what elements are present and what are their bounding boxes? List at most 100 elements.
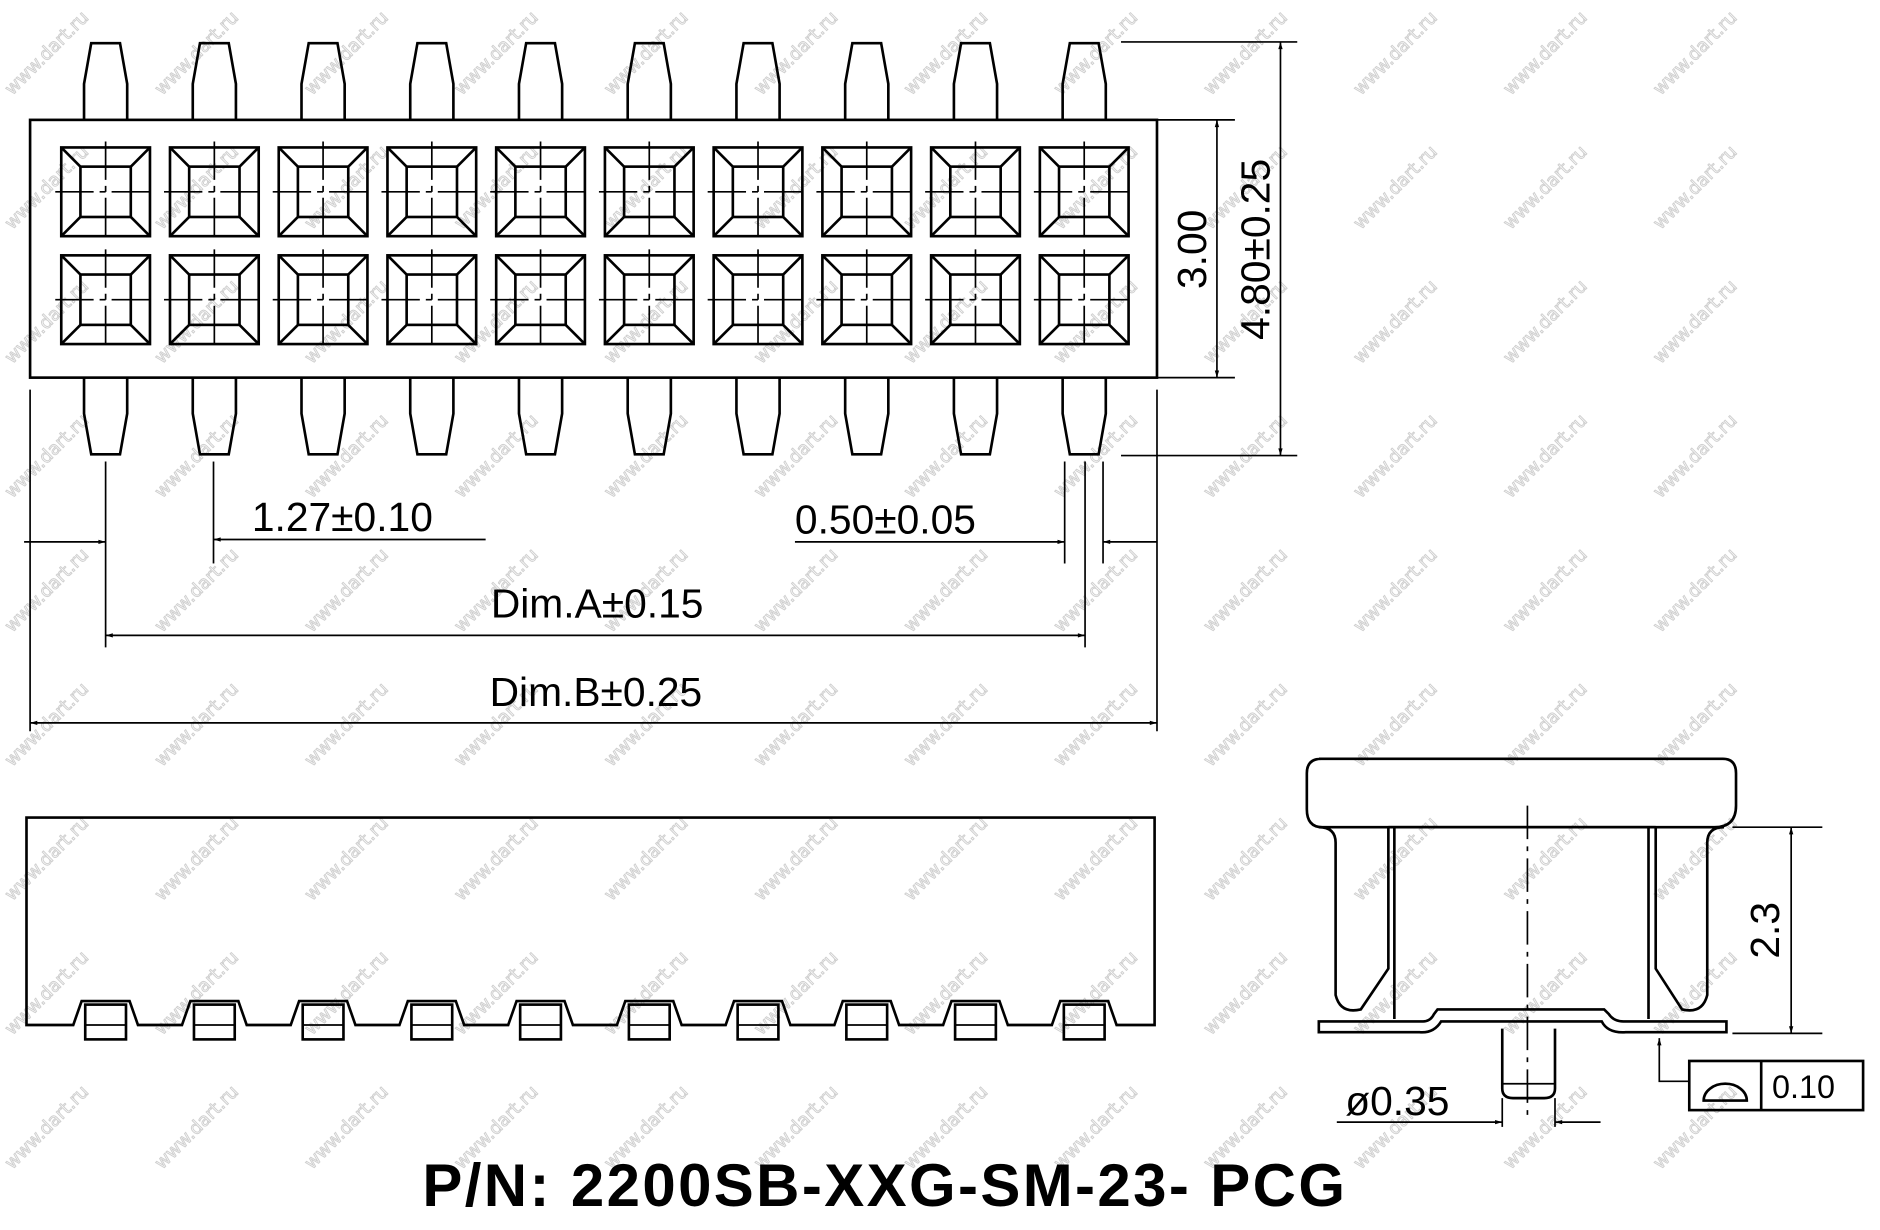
dim-a-label: Dim.A±0.15 (491, 580, 704, 626)
pin-top (735, 41, 781, 120)
connector-body-side (25, 816, 1156, 1027)
pin-bottom (626, 377, 673, 456)
height-label: 2.3 (1742, 902, 1788, 959)
contact-cell (490, 141, 591, 243)
watermark-text: www.dart.ru (1499, 276, 1591, 368)
contact-cells (55, 141, 1135, 351)
watermark-text: www.dart.ru (300, 7, 392, 99)
watermark-text: www.dart.ru (900, 410, 992, 502)
pin-bottom (517, 377, 564, 456)
contact-cell (163, 141, 265, 243)
contact-cell (925, 249, 1026, 351)
watermark-text: www.dart.ru (151, 141, 243, 233)
watermark-text: www.dart.ru (900, 276, 992, 368)
pin-top (82, 41, 129, 120)
watermark-text: www.dart.ru (1649, 276, 1741, 368)
watermark-text: www.dart.ru (300, 141, 392, 233)
part-number: P/N: 2200SB-XXG-SM-23- PCG (422, 1152, 1347, 1219)
watermark-text: www.dart.ru (1349, 7, 1441, 99)
connector-body-top (28, 118, 1159, 379)
side-pad (410, 1003, 454, 1041)
watermark-text: www.dart.ru (900, 544, 992, 636)
side-pad (192, 1003, 237, 1041)
contact-cell (1033, 249, 1135, 351)
watermark-text: www.dart.ru (1, 410, 93, 502)
watermark-text: www.dart.ru (1200, 813, 1292, 905)
watermark-text: www.dart.ru (1499, 679, 1591, 771)
contact-cell (925, 141, 1026, 243)
watermark-text: www.dart.ru (1649, 679, 1741, 771)
watermark-text: www.dart.ru (300, 544, 392, 636)
watermark-text: www.dart.ru (600, 813, 692, 905)
watermark-text: www.dart.ru (151, 410, 243, 502)
watermark-text: www.dart.ru (1050, 544, 1142, 636)
pin-top (1061, 41, 1108, 120)
pin-bottom (735, 377, 781, 456)
contact-cell (598, 249, 700, 351)
watermark-text: www.dart.ru (151, 544, 243, 636)
watermark-text: www.dart.ru (1649, 7, 1741, 99)
watermark-text: www.dart.ru (750, 813, 842, 905)
contact-cell (816, 141, 918, 243)
watermark-text: www.dart.ru (750, 276, 842, 368)
side-pad (518, 1003, 563, 1041)
pin-bottom (300, 377, 346, 456)
watermark-text: www.dart.ru (1349, 141, 1441, 233)
watermark-text: www.dart.ru (1, 7, 93, 99)
watermark-text: www.dart.ru (1, 679, 93, 771)
contact-cell (707, 249, 809, 351)
watermark-text: www.dart.ru (600, 410, 692, 502)
watermark-text: www.dart.ru (1499, 544, 1591, 636)
side-pad (736, 1003, 780, 1041)
pin-top (517, 41, 564, 120)
watermark-text: www.dart.ru (1499, 947, 1591, 1039)
pin-top (300, 41, 346, 120)
tolerance-value: 0.10 (1772, 1069, 1835, 1105)
end-view: ø0.35 2.3 0.10 (1305, 757, 1865, 1127)
watermark-text: www.dart.ru (1, 1081, 93, 1173)
pin-top (843, 41, 890, 120)
watermark-text: www.dart.ru (1050, 813, 1142, 905)
watermark-text: www.dart.ru (900, 813, 992, 905)
watermark-text: www.dart.ru (1200, 544, 1292, 636)
contact-cell (490, 249, 591, 351)
contact-cell (1033, 141, 1135, 243)
connector-cap (1305, 757, 1738, 829)
tail-pin (1500, 1028, 1557, 1100)
watermark-text: www.dart.ru (1649, 544, 1741, 636)
watermark-text: www.dart.ru (450, 7, 542, 99)
watermark-text: www.dart.ru (900, 679, 992, 771)
top-pins (82, 41, 1108, 456)
watermark-text: www.dart.ru (151, 1081, 243, 1173)
watermark-text: www.dart.ru (1050, 679, 1142, 771)
side-pad (301, 1003, 345, 1041)
pin-bottom (82, 377, 129, 456)
contact-cell (816, 249, 918, 351)
watermark-text: www.dart.ru (750, 544, 842, 636)
side-pad (83, 1003, 128, 1041)
pin-top (408, 41, 455, 120)
watermark-text: www.dart.ru (300, 410, 392, 502)
watermark-text: www.dart.ru (1649, 1081, 1741, 1173)
contact-cell (55, 141, 156, 243)
watermark-text: www.dart.ru (300, 679, 392, 771)
side-pad (627, 1003, 671, 1041)
watermark-text: www.dart.ru (1349, 679, 1441, 771)
left-contact-arm (1318, 825, 1390, 1012)
watermark-text: www.dart.ru (1, 544, 93, 636)
watermark-layer: www.dart.ru www.dart.ru www.dart.ru www.dar… (0, 7, 1742, 1174)
pin-bottom (843, 377, 890, 456)
side-pad (953, 1003, 998, 1041)
watermark-text: www.dart.ru (600, 7, 692, 99)
pin-bottom (191, 377, 238, 456)
pin-top (191, 41, 238, 120)
watermark-text: www.dart.ru (300, 276, 392, 368)
side-pad (1062, 1003, 1106, 1041)
contact-cell (272, 249, 374, 351)
height-inner-label: 3.00 (1169, 210, 1215, 289)
contact-cell (598, 141, 700, 243)
watermark-text: www.dart.ru (1349, 544, 1441, 636)
watermark-text: www.dart.ru (1499, 7, 1591, 99)
pitch-label: 1.27±0.10 (252, 494, 433, 540)
